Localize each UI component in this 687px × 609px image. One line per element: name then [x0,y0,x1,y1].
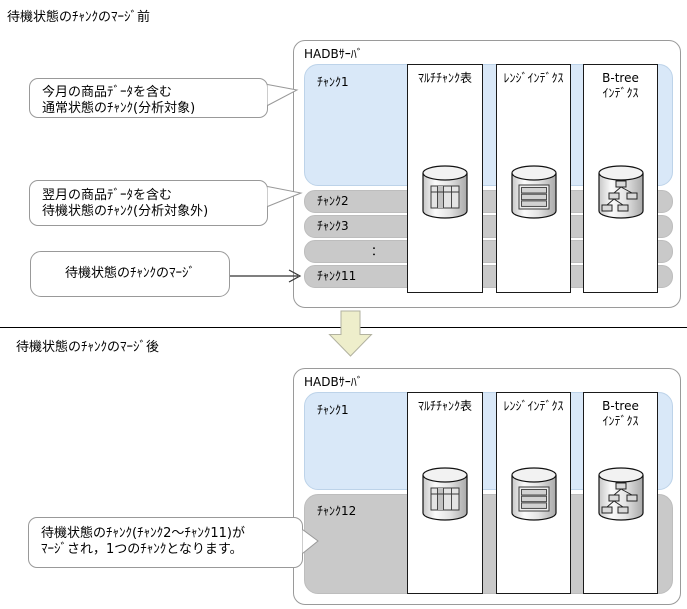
callout-line: 今月の商品ﾃﾞｰﾀを含む [42,85,173,100]
multichunk-table-column: ﾏﾙﾁﾁｬﾝｸ表 [407,392,483,594]
callout-line: 待機状態のﾁｬﾝｸ(分析対象外) [42,204,209,219]
btree-cylinder-icon [597,466,645,522]
chunk1-label: ﾁｬﾝｸ1 [317,75,349,89]
merge-action-box: 待機状態のﾁｬﾝｸのﾏｰｼﾞ [30,251,230,297]
standby-row-chunk3: ﾁｬﾝｸ3 [304,215,673,238]
multichunk-table-label: ﾏﾙﾁﾁｬﾝｸ表 [417,399,472,413]
standby-row-ellipsis: ： [304,240,673,263]
range-index-column: ﾚﾝｼﾞｲﾝﾃﾞｸｽ [496,392,571,594]
standby-row-chunk2: ﾁｬﾝｸ2 [304,190,673,213]
hadb-server-before: HADBｻｰﾊﾞ ﾁｬﾝｸ1 ﾁｬﾝｸ2 ﾁｬﾝｸ3 ： ﾁｬﾝｸ11 ﾏﾙﾁﾁ… [293,40,681,308]
callout-line: 通常状態のﾁｬﾝｸ(分析対象) [42,101,196,116]
btree-cylinder-icon [597,164,645,220]
callout-merge-result: 待機状態のﾁｬﾝｸ(ﾁｬﾝｸ2～ﾁｬﾝｸ11)が ﾏｰｼﾞされ，1つのﾁｬﾝｸと… [28,517,303,568]
table-cylinder-icon [421,164,469,220]
callout-line: 翌月の商品ﾃﾞｰﾀを含む [42,188,173,203]
callout-standby-chunk: 翌月の商品ﾃﾞｰﾀを含む 待機状態のﾁｬﾝｸ(分析対象外) [29,180,268,226]
hadb-server-after: HADBｻｰﾊﾞ ﾁｬﾝｸ1 ﾁｬﾝｸ12 ﾏﾙﾁﾁｬﾝｸ表 ﾚﾝｼﾞｲﾝﾃﾞｸ… [293,368,681,605]
chunk1-label: ﾁｬﾝｸ1 [317,403,349,417]
range-index-label: ﾚﾝｼﾞｲﾝﾃﾞｸｽ [503,71,564,85]
callout-current-chunk: 今月の商品ﾃﾞｰﾀを含む 通常状態のﾁｬﾝｸ(分析対象) [29,78,268,118]
server-label: HADBｻｰﾊﾞ [304,47,363,61]
range-index-column: ﾚﾝｼﾞｲﾝﾃﾞｸｽ [496,64,571,293]
before-title: 待機状態のﾁｬﾝｸのﾏｰｼﾞ前 [7,10,151,25]
table-cylinder-icon [421,466,469,522]
range-index-label: ﾚﾝｼﾞｲﾝﾃﾞｸｽ [503,399,564,413]
multichunk-table-column: ﾏﾙﾁﾁｬﾝｸ表 [407,64,483,293]
standby-row-chunk11: ﾁｬﾝｸ11 [304,265,673,288]
range-index-cylinder-icon [510,466,558,522]
range-index-cylinder-icon [510,164,558,220]
server-label: HADBｻｰﾊﾞ [304,375,363,389]
multichunk-table-label: ﾏﾙﾁﾁｬﾝｸ表 [417,71,472,85]
after-title: 待機状態のﾁｬﾝｸのﾏｰｼﾞ後 [16,340,160,355]
chunk12-label: ﾁｬﾝｸ12 [317,504,357,518]
merge-action-label: 待機状態のﾁｬﾝｸのﾏｰｼﾞ [64,266,195,281]
big-down-arrow-icon [328,310,373,357]
callout-line: 待機状態のﾁｬﾝｸ(ﾁｬﾝｸ2～ﾁｬﾝｸ11)が [41,526,245,541]
callout-line: ﾏｰｼﾞされ，1つのﾁｬﾝｸとなります。 [41,542,243,557]
